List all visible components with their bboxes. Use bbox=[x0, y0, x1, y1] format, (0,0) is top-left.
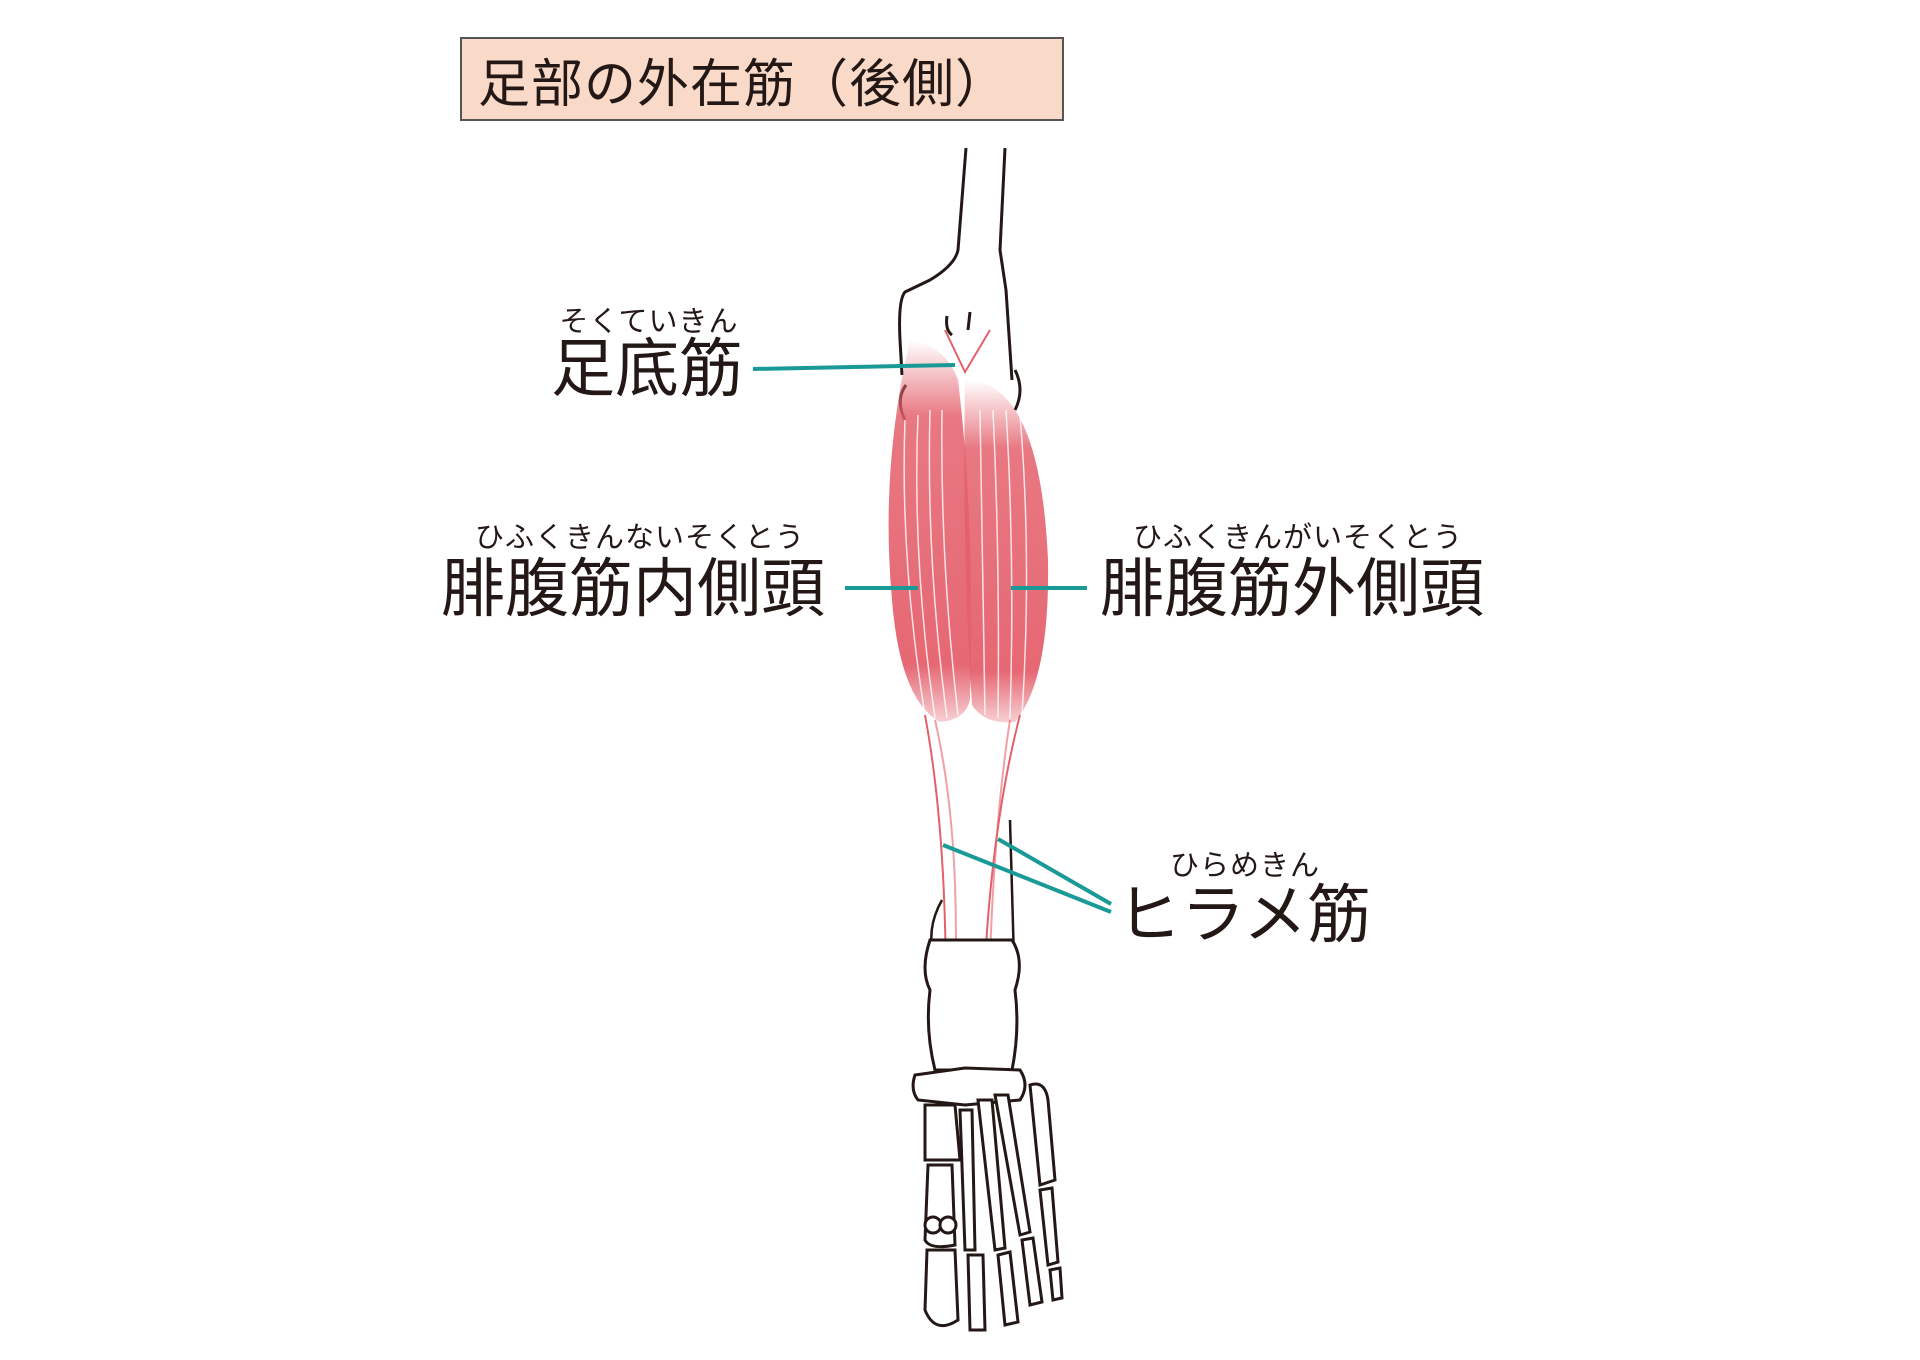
medial-head-ruby: ひふくきんないそくとう bbox=[474, 520, 805, 554]
diagram-title: 足部の外在筋（後側） bbox=[460, 37, 1064, 121]
soleus-leader-1 bbox=[942, 843, 1112, 914]
lateral-head bbox=[964, 380, 1049, 723]
medial-head-label: 腓腹筋内側頭 bbox=[441, 553, 825, 627]
lateral-head-ruby: ひふくきんがいそくとう bbox=[1132, 520, 1463, 554]
medial-head bbox=[888, 340, 972, 722]
soleus-ruby: ひらめきん bbox=[1169, 848, 1320, 882]
plantaris-label: 足底筋 bbox=[551, 333, 743, 407]
soleus-label: ヒラメ筋 bbox=[1117, 879, 1372, 953]
plantaris-ruby: そくていきん bbox=[559, 304, 739, 338]
plantaris-leader bbox=[752, 363, 956, 371]
soleus-leader-2 bbox=[997, 837, 1112, 906]
gastrocnemius-muscle bbox=[888, 329, 1049, 723]
leader-lines bbox=[752, 363, 1112, 914]
foot-skeleton bbox=[911, 938, 1064, 1332]
lateral-head-label: 腓腹筋外側頭 bbox=[1100, 553, 1484, 627]
